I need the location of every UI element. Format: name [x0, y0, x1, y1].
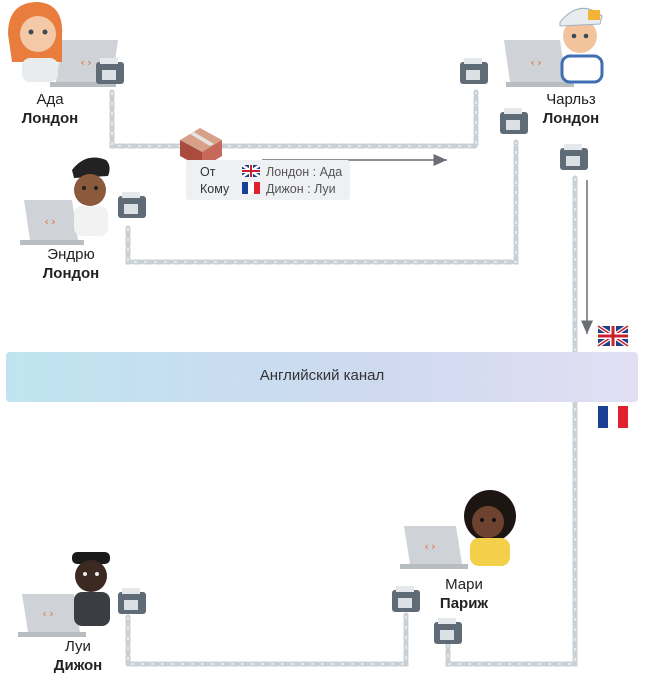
person-city: Лондон	[542, 110, 600, 127]
person-ada: Ада Лондон	[14, 90, 86, 128]
avatar-louis	[72, 552, 110, 626]
from-label: От	[200, 165, 216, 179]
person-louis: Луи Дижон	[38, 637, 118, 675]
from-value: Лондон : Ада	[266, 165, 343, 179]
to-label: Кому	[200, 182, 230, 196]
laptop-icon-andrew: ‹›	[20, 200, 84, 245]
person-name: Луи	[65, 638, 91, 655]
person-andrew: Эндрю Лондон	[30, 245, 112, 283]
chain-louis-marie	[125, 612, 409, 667]
person-city: Лондон	[42, 265, 100, 282]
uk-flag-small-icon	[242, 165, 260, 177]
person-marie: Мари Париж	[424, 575, 504, 613]
person-charles: Чарльз Лондон	[530, 90, 612, 128]
laptop-icon-charles: ‹›	[504, 40, 574, 87]
person-name: Чарльз	[546, 91, 596, 108]
parcel-label: От Кому Лондон : Ада Дижон : Луи	[186, 160, 350, 200]
fax-icon-marie-left	[392, 586, 420, 612]
avatar-marie	[464, 490, 516, 566]
fax-icon-charles-right	[560, 144, 588, 170]
person-city: Париж	[439, 595, 489, 612]
laptop-icon-marie: ‹›	[400, 526, 468, 569]
svg-text:‹›: ‹›	[79, 56, 92, 69]
fax-icon-charles-left	[460, 58, 488, 84]
person-name: Мари	[445, 576, 483, 593]
laptop-icon-louis: ‹›	[18, 594, 86, 637]
fax-icon-ada	[96, 58, 124, 84]
to-value: Дижон : Луи	[266, 182, 336, 196]
fax-icon-marie-right	[434, 618, 462, 644]
person-city: Дижон	[53, 657, 103, 674]
france-flag-small-icon	[242, 182, 260, 194]
svg-text:‹›: ‹›	[43, 215, 56, 228]
svg-text:‹›: ‹›	[423, 540, 436, 553]
fax-icon-louis	[118, 588, 146, 614]
chain-ada-charles	[109, 89, 479, 149]
channel-label: Английский канал	[259, 367, 385, 384]
avatar-andrew	[72, 157, 110, 236]
person-city: Лондон	[21, 110, 79, 127]
svg-text:‹›: ‹›	[529, 56, 542, 69]
fax-icon-andrew	[118, 192, 146, 218]
english-channel: Английский канал	[6, 352, 638, 402]
avatar-ada	[8, 2, 63, 82]
person-name: Ада	[36, 91, 64, 108]
fax-icon-charles-mid	[500, 108, 528, 134]
svg-text:‹›: ‹›	[41, 607, 54, 620]
avatar-charles	[559, 7, 604, 84]
france-flag-icon	[598, 406, 628, 428]
person-name: Эндрю	[47, 246, 95, 263]
uk-flag-icon	[596, 324, 630, 348]
